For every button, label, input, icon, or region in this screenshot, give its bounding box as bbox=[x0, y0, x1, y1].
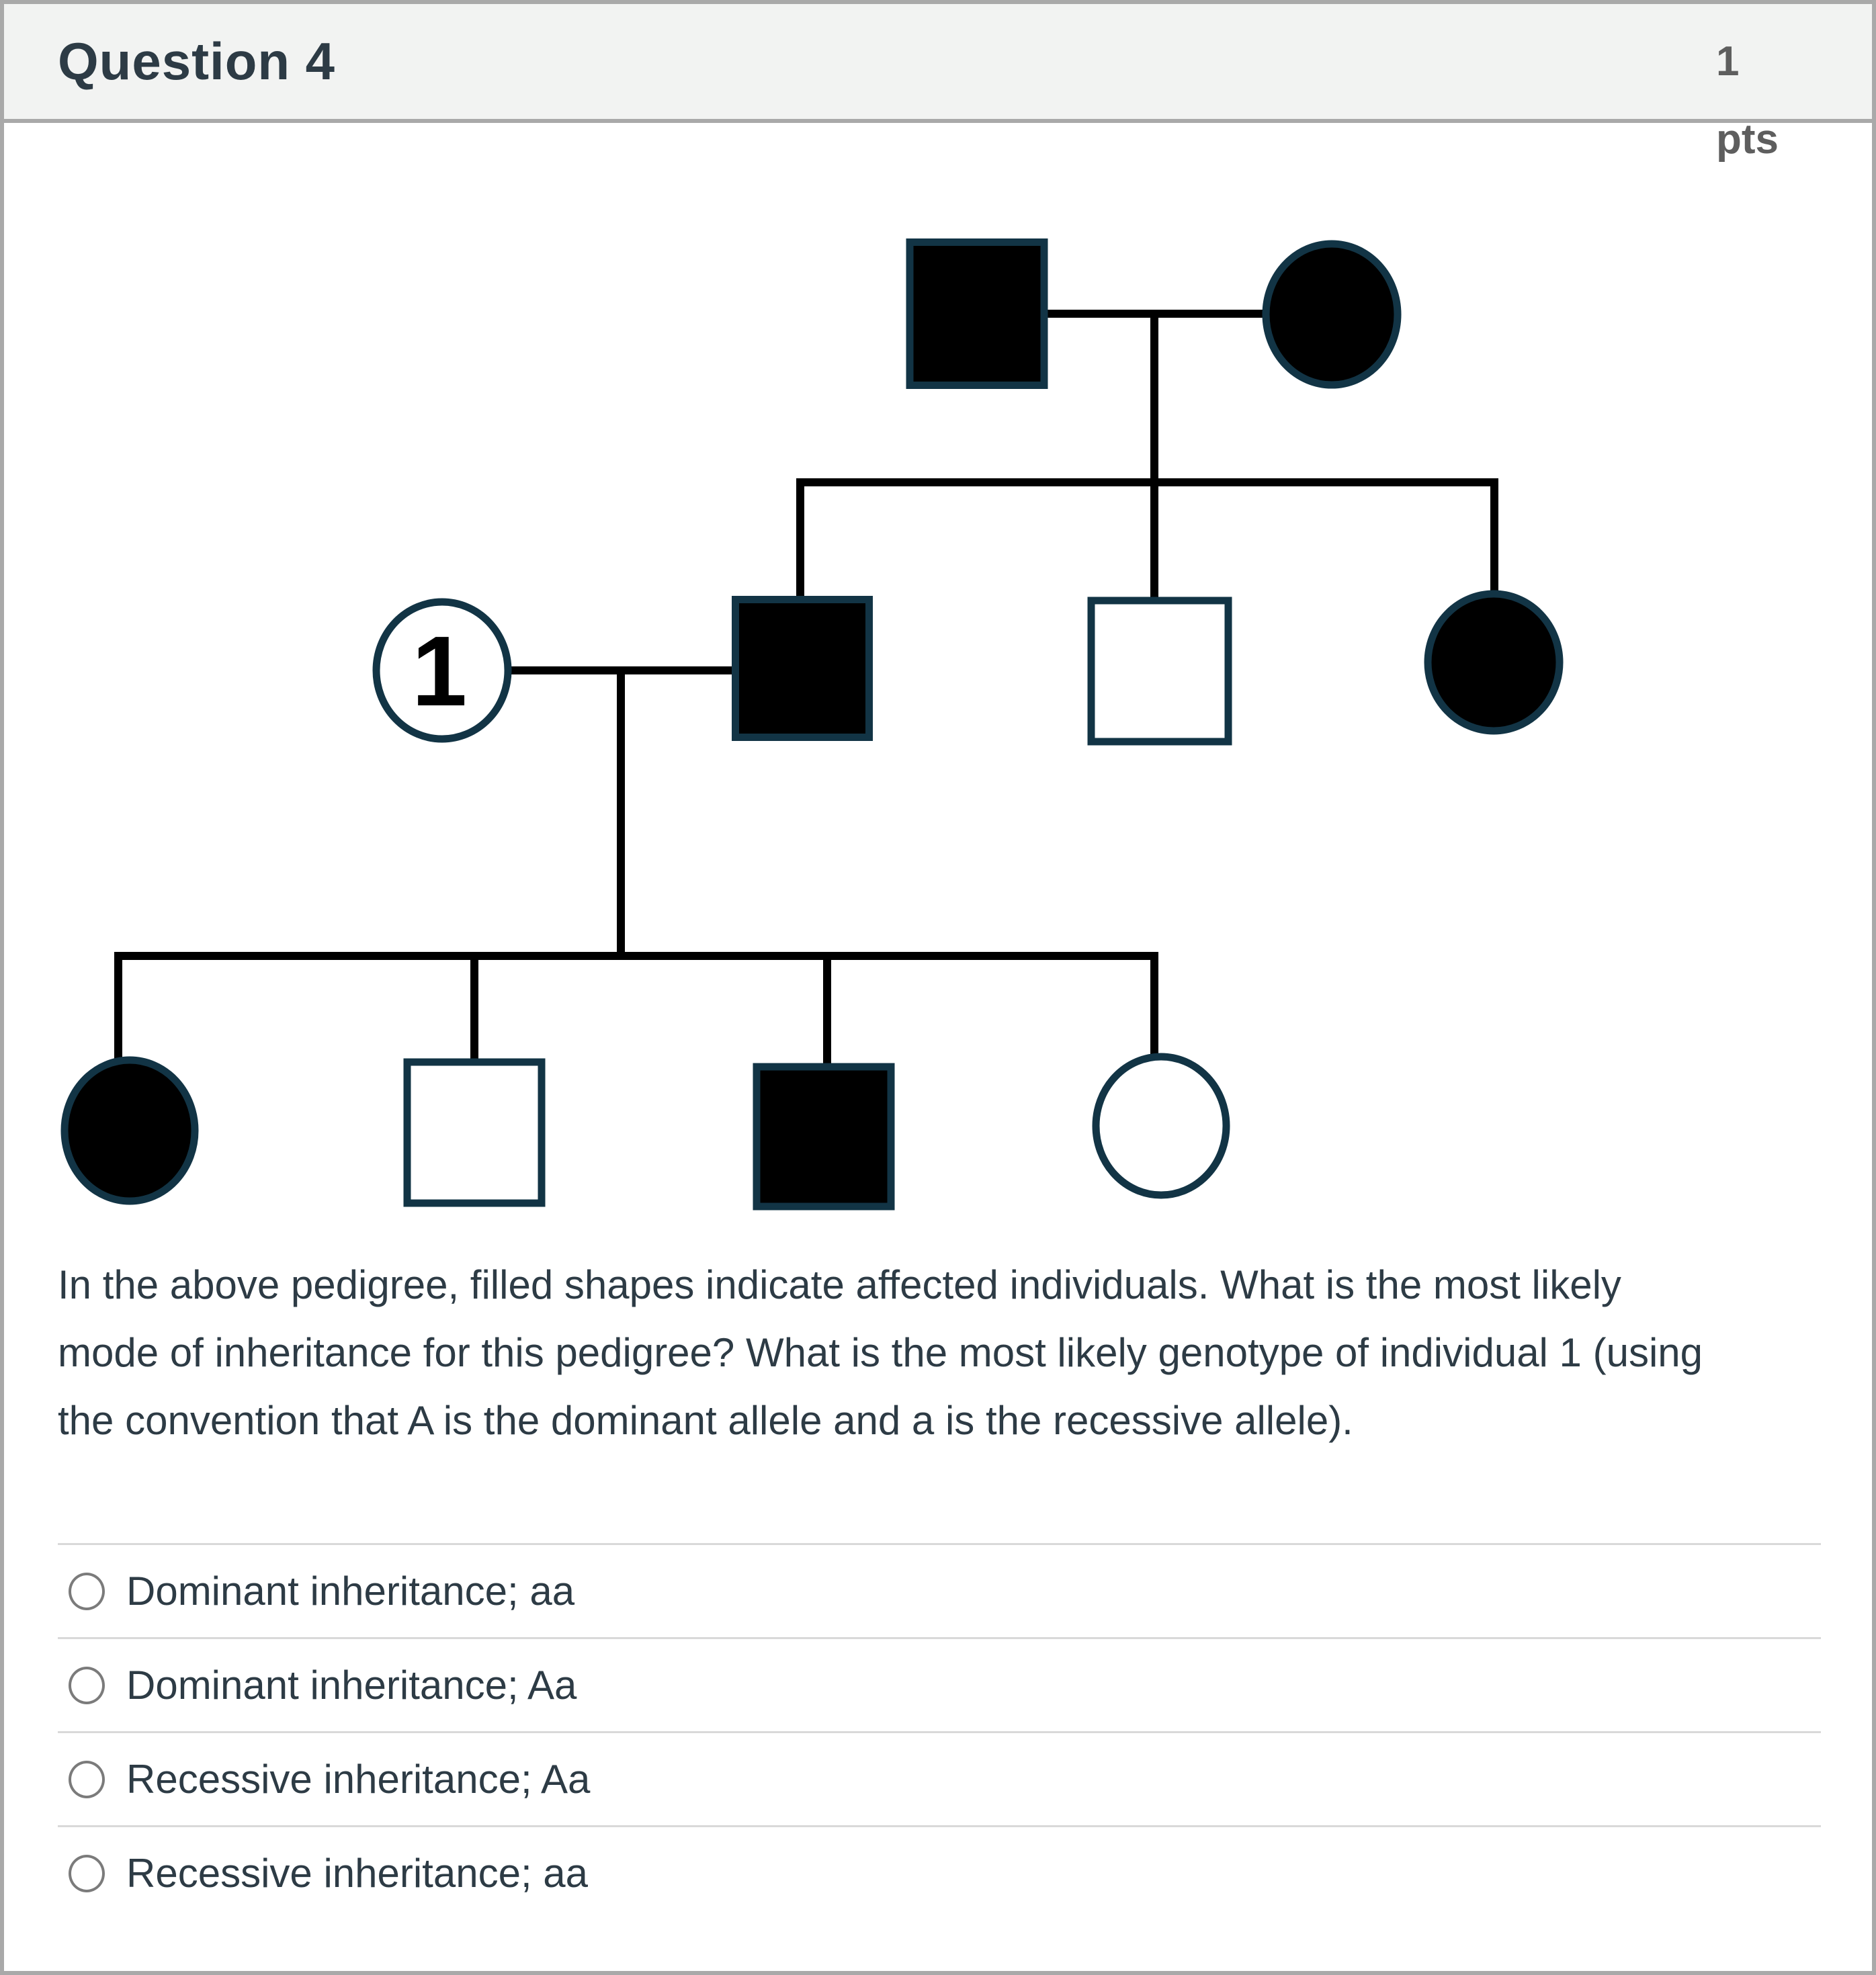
question-title: Question 4 bbox=[58, 32, 336, 91]
answer-option-4[interactable]: Recessive inheritance; aa bbox=[58, 1825, 1821, 1919]
question-text-line-1: In the above pedigree, filled shapes ind… bbox=[58, 1262, 1621, 1307]
pedigree-individual-II-2-affected bbox=[732, 596, 873, 741]
pedigree-individual-II-3-unaffected bbox=[1087, 597, 1232, 746]
pedigree-individual-III-1-affected bbox=[60, 1056, 199, 1205]
answer-options-list: Dominant inheritance; aa Dominant inherit… bbox=[58, 1543, 1821, 1919]
question-text: In the above pedigree, filled shapes ind… bbox=[58, 1251, 1703, 1454]
radio-button-icon[interactable] bbox=[69, 1760, 105, 1798]
answer-option-3[interactable]: Recessive inheritance; Aa bbox=[58, 1731, 1821, 1825]
points-value: 1 bbox=[1716, 38, 1740, 85]
radio-button-icon[interactable] bbox=[69, 1666, 105, 1704]
pedigree-individual-I-1-affected bbox=[906, 238, 1048, 389]
pedigree-individual-II-4-affected bbox=[1424, 590, 1564, 735]
pedigree-individual-I-2-affected bbox=[1262, 240, 1402, 389]
question-points: 1 pts bbox=[1716, 23, 1837, 179]
pedigree-individual-II-1-unaffected bbox=[372, 598, 512, 743]
radio-button-icon[interactable] bbox=[69, 1854, 105, 1892]
pedigree-individual-III-3-affected bbox=[753, 1063, 895, 1211]
pedigree-diagram: 1 bbox=[60, 238, 1564, 1211]
question-header: Question 4 bbox=[4, 4, 1872, 123]
answer-option-label: Dominant inheritance; Aa bbox=[126, 1663, 577, 1708]
answer-option-label: Dominant inheritance; aa bbox=[126, 1569, 575, 1614]
answer-option-2[interactable]: Dominant inheritance; Aa bbox=[58, 1637, 1821, 1731]
answer-option-1[interactable]: Dominant inheritance; aa bbox=[58, 1543, 1821, 1637]
pedigree-individual-III-2-unaffected bbox=[403, 1058, 546, 1207]
answer-option-label: Recessive inheritance; aa bbox=[126, 1851, 589, 1896]
radio-button-icon[interactable] bbox=[69, 1572, 105, 1610]
points-unit: pts bbox=[1716, 116, 1779, 163]
question-text-line-3: the convention that A is the dominant al… bbox=[58, 1398, 1353, 1443]
pedigree-individual-label-II-1: 1 bbox=[412, 616, 467, 727]
question-text-line-2: mode of inheritance for this pedigree? W… bbox=[58, 1330, 1703, 1375]
pedigree-individual-III-4-unaffected bbox=[1092, 1053, 1230, 1199]
answer-option-label: Recessive inheritance; Aa bbox=[126, 1757, 591, 1802]
